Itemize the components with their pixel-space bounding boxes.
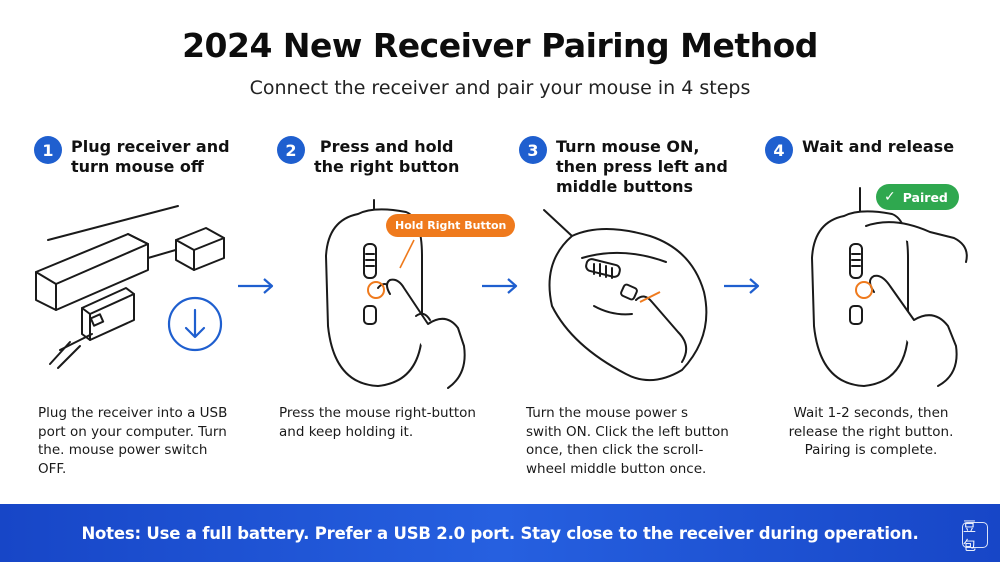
step-1-title-line1: Plug receiver and: [71, 137, 230, 156]
step-2-title-line2: the right button: [314, 157, 460, 176]
arrow-right-icon: [238, 278, 274, 294]
page-subtitle: Connect the receiver and pair your mouse…: [249, 77, 751, 99]
step-1-description: Plug the receiver into a USB port on you…: [38, 404, 227, 478]
step-3-desc-line: Turn the mouse power s: [526, 405, 689, 421]
step-2-heading: 2 Press and hold the right button: [277, 136, 460, 177]
arrow-right-icon: [482, 278, 518, 294]
step-4-desc-line: release the right button.: [788, 423, 954, 440]
step-3-desc-line: swith ON. Click the left button: [526, 423, 729, 440]
step-4-title-line1: Wait and release: [802, 137, 955, 156]
page-title: 2024 New Receiver Pairing Method: [182, 26, 818, 65]
step-4-badge: 4: [765, 136, 793, 164]
hold-right-button-callout: Hold Right Button: [386, 214, 516, 237]
step-3-title-line1: Turn mouse ON,: [556, 137, 700, 156]
step-4-description: Wait 1-2 seconds, then release the right…: [776, 404, 966, 460]
paired-label: Paired: [902, 189, 948, 205]
mouse-power-on-illustration: [543, 209, 708, 381]
step-3-heading: 3 Turn mouse ON, then press left and mid…: [519, 136, 728, 197]
step-1-desc-line: the. mouse power switch: [38, 442, 208, 458]
mouse-release-illustration: [811, 187, 968, 387]
step-2-desc-line: and keep holding it.: [279, 423, 414, 440]
step-3-title-line2: then press left and: [556, 157, 728, 176]
step-2-desc-line: Press the mouse right-button: [279, 405, 476, 421]
watermark-logo: 豆包: [962, 520, 988, 554]
step-1-desc-line: OFF.: [38, 460, 67, 477]
step-3-desc-line: wheel middle button once.: [526, 460, 707, 477]
step-3-title-line3: middle buttons: [556, 177, 694, 196]
step-1-heading: 1 Plug receiver and turn mouse off: [34, 136, 230, 177]
step-4-desc-line: Pairing is complete.: [804, 442, 938, 458]
step-1-desc-line: port on your computer. Turn: [38, 423, 227, 440]
check-icon: ✓: [884, 189, 896, 205]
step-3-desc-line: once, then click the scroll-: [526, 442, 704, 458]
notes-bar: Notes: Use a full battery. Prefer a USB …: [0, 504, 1000, 562]
mouse-hold-right-illustration: [325, 199, 466, 389]
step-4-desc-line: Wait 1-2 seconds, then: [793, 405, 949, 421]
receiver-plug-illustration: [35, 205, 225, 369]
step-2-title-line1: Press and hold: [319, 137, 454, 156]
paired-status-badge: ✓ Paired: [876, 184, 959, 210]
step-3-badge: 3: [519, 136, 547, 164]
step-2-badge: 2: [277, 136, 305, 164]
step-3-description: Turn the mouse power s swith ON. Click t…: [526, 404, 729, 478]
arrow-right-icon: [724, 278, 760, 294]
step-1-badge: 1: [34, 136, 62, 164]
step-1-title-line2: turn mouse off: [71, 157, 204, 176]
step-2-description: Press the mouse right-button and keep ho…: [279, 404, 476, 441]
step-4-heading: 4 Wait and release: [765, 136, 955, 164]
notes-text: Notes: Use a full battery. Prefer a USB …: [81, 523, 919, 543]
step-1-desc-line: Plug the receiver into a USB: [38, 405, 228, 421]
